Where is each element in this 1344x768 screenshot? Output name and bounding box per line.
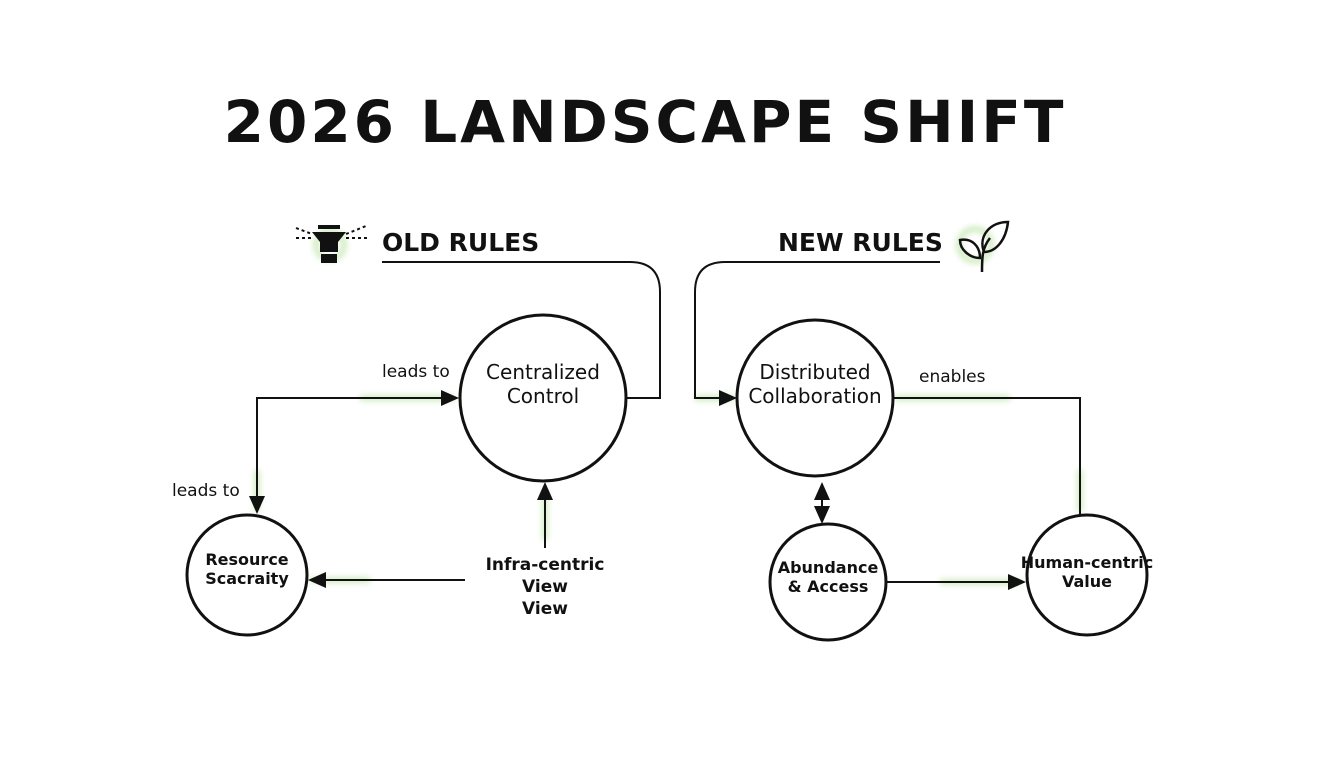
centralized-control-label: Centralized Control [460,360,626,408]
node-text: & Access [787,577,869,597]
node-text: Control [506,384,580,408]
node-text: Infra-centric [485,555,605,575]
node-text: Centralized [486,360,600,384]
resource-scarcity-label: Resource Scacraity [187,550,307,588]
old-rules-connector [382,261,661,399]
node-text: Collaboration [748,384,882,408]
node-text: Resource [205,550,289,569]
distributed-collaboration-label: Distributed Collaboration [737,360,893,408]
edge-label-leads-to-top: leads to [382,362,450,382]
new-rules-connector [694,261,940,406]
old-rules-heading: OLD RULES [382,228,540,257]
node-text: View [522,599,568,620]
node-abundance-access [768,522,888,642]
node-human-centric-value [1025,513,1149,637]
new-rules-heading: NEW RULES [778,228,943,257]
abundance-access-label: Abundance & Access [768,558,888,596]
infra-centric-view-label: Infra-centric View View [455,554,635,620]
edge-label-leads-to-left: leads to [172,481,240,501]
node-centralized-control [458,313,628,483]
node-text: Value [1061,572,1113,592]
leads-to-connector [249,390,459,514]
node-text: Abundance [777,558,879,577]
node-text: Scacraity [205,569,289,589]
node-distributed-collaboration [735,318,895,478]
page-title: 2026 LANDSCAPE SHIFT [223,88,1067,156]
edge-label-enables: enables [919,367,986,387]
human-centric-value-label: Human-centric Value [1017,553,1157,591]
connector-glow [254,226,1083,585]
leaf-sprout-icon [958,220,1010,273]
node-text: Human-centric [1020,553,1154,572]
node-text: Distributed [759,360,871,384]
node-text: View [522,577,568,598]
enables-connector [893,397,1081,515]
sprinkler-icon [295,225,368,263]
node-resource-scarcity [185,513,309,637]
